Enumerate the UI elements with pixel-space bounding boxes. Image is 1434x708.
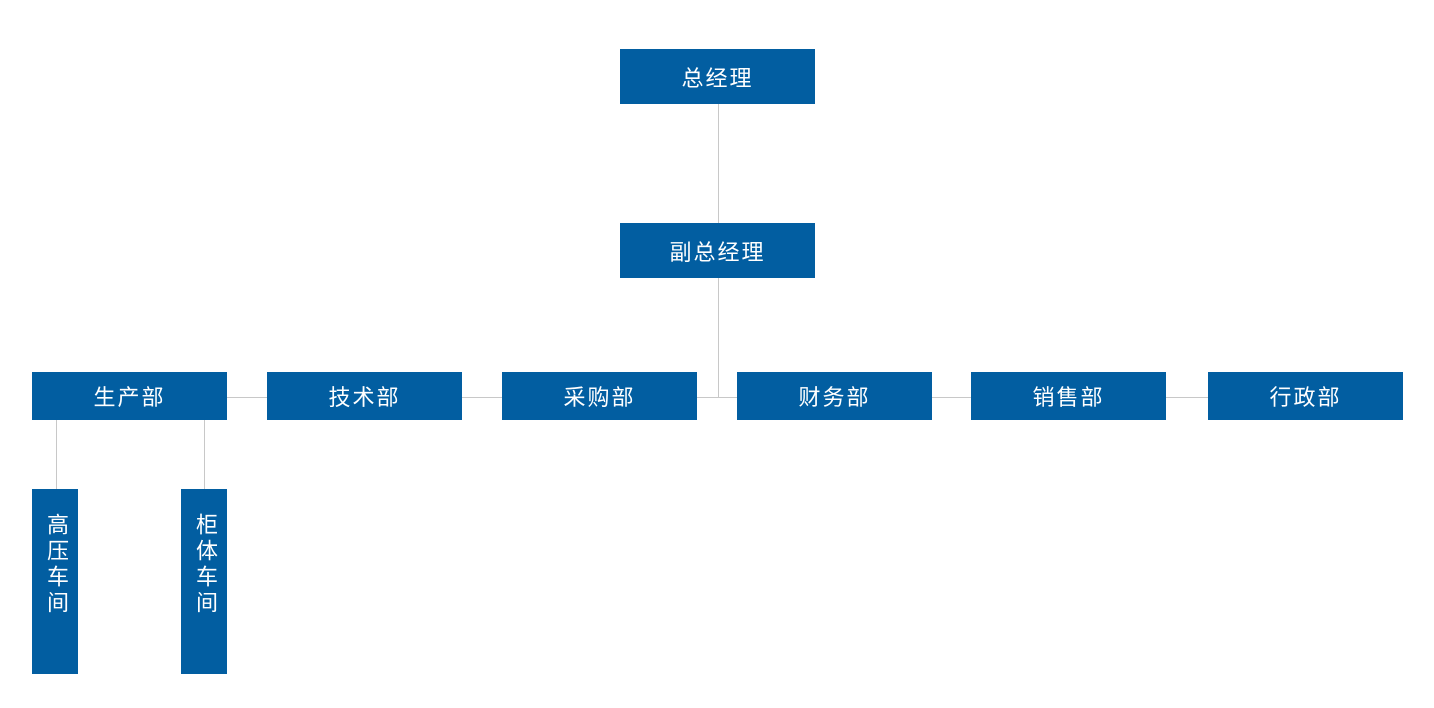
- department-label: 技术部: [328, 386, 401, 411]
- general-manager-label: 总经理: [681, 66, 754, 92]
- department-procurement-box: 采购部: [502, 372, 697, 420]
- connector-production-cabinet: [204, 420, 205, 489]
- department-label: 行政部: [1269, 386, 1342, 411]
- department-administration-box: 行政部: [1208, 372, 1403, 420]
- department-label: 采购部: [563, 386, 636, 411]
- department-label: 生产部: [93, 386, 166, 411]
- department-label: 财务部: [798, 386, 871, 411]
- connector-departments-row: [227, 397, 1208, 398]
- workshop-label: 柜体车间: [192, 513, 217, 617]
- department-production-box: 生产部: [32, 372, 227, 420]
- department-finance-box: 财务部: [737, 372, 932, 420]
- department-label: 销售部: [1032, 386, 1105, 411]
- connector-production-highvoltage: [56, 420, 57, 489]
- department-sales-box: 销售部: [971, 372, 1166, 420]
- deputy-general-manager-label: 副总经理: [669, 240, 766, 266]
- workshop-label: 高压车间: [43, 513, 68, 617]
- workshop-cabinet-box: 柜体车间: [181, 489, 227, 674]
- workshop-high-voltage-box: 高压车间: [32, 489, 78, 674]
- department-technology-box: 技术部: [267, 372, 462, 420]
- deputy-general-manager-box: 副总经理: [620, 223, 815, 278]
- connector-gm-deputy: [718, 104, 719, 223]
- connector-deputy-departments: [718, 278, 719, 397]
- general-manager-box: 总经理: [620, 49, 815, 104]
